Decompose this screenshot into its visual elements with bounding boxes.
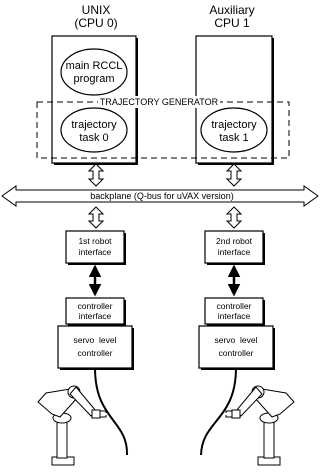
- trajectory-task-1-line2: task 1: [219, 132, 248, 144]
- cable-right: [200, 367, 237, 456]
- robot-arm-icon: [225, 385, 295, 466]
- controller-interface-2: [204, 297, 264, 325]
- controller-interface-1-line1: controller: [78, 301, 113, 311]
- servo-controller-1: [57, 325, 133, 369]
- double-arrow-cpu1-backplane: [225, 163, 243, 187]
- controller-interface-1-line2: interface: [79, 311, 112, 321]
- controller-interface-2-line1: controller: [217, 301, 252, 311]
- backplane-bus: [1, 185, 319, 207]
- double-arrow-backplane-interface1: [87, 206, 105, 229]
- trajectory-task-0-line2: task 0: [79, 132, 108, 144]
- main-rccl-program: [60, 48, 128, 96]
- servo-controller-2-line2: controller: [219, 348, 254, 358]
- backplane-label: backplane (Q-bus for uVAX version): [90, 191, 233, 201]
- cpu1-title-line1: Auxiliary: [209, 3, 254, 17]
- servo-controller-2: [198, 325, 274, 369]
- trajectory-task-1: [200, 107, 268, 153]
- cable-left: [94, 367, 129, 456]
- double-arrow-backplane-interface2: [225, 206, 243, 229]
- controller-interface-1: [65, 297, 125, 325]
- robot-interface-1-line2: interface: [79, 247, 112, 257]
- double-arrow-cpu0-backplane: [87, 163, 105, 187]
- servo-controller-1-line2: controller: [78, 348, 113, 358]
- trajectory-task-0-line1: trajectory: [71, 119, 117, 131]
- robot-interface-2: [204, 230, 264, 264]
- main-rccl-program-line2: program: [74, 73, 115, 85]
- robot-arm-icon: [37, 385, 107, 466]
- main-rccl-program-line1: main RCCL: [66, 60, 123, 72]
- trajectory-generator-label: TRAJECTORY GENERATOR: [100, 97, 219, 107]
- robot-interface-2-line1: 2nd robot: [216, 236, 253, 246]
- cpu0-title-line2: (CPU 0): [74, 16, 117, 30]
- robot-interface-1-line1: 1st robot: [78, 236, 112, 246]
- servo-controller-2-line1: servo level: [215, 335, 258, 345]
- robot-interface-2-line2: interface: [218, 247, 251, 257]
- robot-interface-1: [65, 230, 125, 264]
- cpu0-title-line1: UNIX: [82, 3, 111, 17]
- trajectory-task-1-line1: trajectory: [211, 119, 257, 131]
- servo-controller-1-line1: servo level: [74, 335, 117, 345]
- cpu1-title-line2: CPU 1: [214, 16, 250, 30]
- controller-interface-2-line2: interface: [218, 311, 251, 321]
- trajectory-task-0: [60, 107, 128, 153]
